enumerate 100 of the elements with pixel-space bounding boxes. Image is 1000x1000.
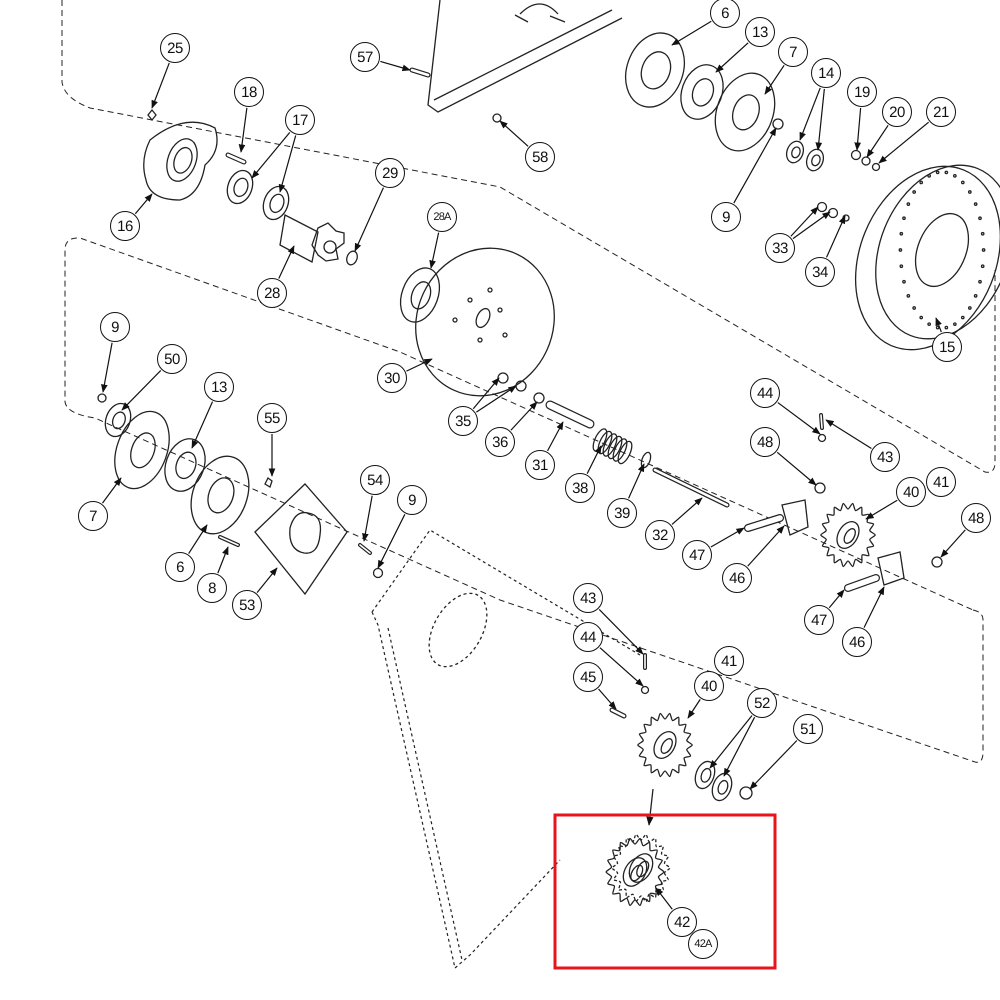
leader-line <box>792 212 831 240</box>
leader-line <box>628 463 645 499</box>
callout-number: 48 <box>961 503 991 533</box>
callout-number: 46 <box>722 563 752 593</box>
leader-line <box>866 124 889 158</box>
leader-line <box>476 386 517 413</box>
callout-number: 36 <box>485 427 515 457</box>
leader-line <box>134 193 153 214</box>
leader-line <box>710 527 745 548</box>
leader-line <box>510 401 538 431</box>
callout-number: 19 <box>847 77 877 107</box>
callout-number: 41 <box>714 646 744 676</box>
callout-number: 50 <box>157 344 187 374</box>
callout-number: 7 <box>78 501 108 531</box>
leader-line <box>723 716 756 777</box>
callout-number: 43 <box>573 583 603 613</box>
leader-line <box>878 122 930 164</box>
callout-number: 41 <box>926 467 956 497</box>
leader-line <box>256 567 278 593</box>
leader-line <box>790 206 819 237</box>
leader-line <box>499 120 528 147</box>
callout-number: 9 <box>100 312 130 342</box>
leader-line <box>825 420 872 449</box>
leader-line <box>854 108 862 151</box>
callout-number: 8 <box>197 573 227 603</box>
leader-line <box>354 187 384 252</box>
callout-number: 47 <box>804 605 834 635</box>
callout-number: 20 <box>882 97 912 127</box>
leader-line <box>101 342 113 393</box>
callout-number: 13 <box>745 17 775 47</box>
leader-line <box>935 317 942 332</box>
callout-number: 9 <box>397 485 427 515</box>
leader-line <box>715 42 749 73</box>
leader-line <box>586 445 602 474</box>
leader-line <box>278 135 296 193</box>
leader-line <box>656 887 673 910</box>
callout-number: 54 <box>360 465 390 495</box>
leader-line <box>121 370 162 411</box>
callout-number: 53 <box>232 590 262 620</box>
callout-number: 9 <box>711 202 741 232</box>
leader-line <box>799 88 821 141</box>
leader-line <box>733 127 777 204</box>
callout-number: 28 <box>257 278 287 308</box>
callout-number: 40 <box>694 671 724 701</box>
leader-line <box>268 434 276 477</box>
callout-number: 57 <box>350 42 380 72</box>
callout-number: 15 <box>932 332 962 362</box>
callout-number: 17 <box>285 105 315 135</box>
leader-line <box>815 88 825 151</box>
leader-line <box>472 377 500 410</box>
leader-line <box>429 232 440 269</box>
callout-number: 44 <box>573 622 603 652</box>
leader-line <box>764 64 785 95</box>
leader-line <box>864 586 885 628</box>
callout-number: 51 <box>793 714 823 744</box>
callout-number: 45 <box>573 662 603 692</box>
callout-number: 31 <box>525 450 555 480</box>
leader-line <box>188 524 208 554</box>
callout-number: 21 <box>926 97 956 127</box>
leader-line <box>278 245 295 279</box>
callout-number: 29 <box>375 158 405 188</box>
callout-number: 18 <box>234 77 264 107</box>
callout-number: 35 <box>448 406 478 436</box>
callout-number: 6 <box>710 0 740 28</box>
callout-number: 32 <box>645 520 675 550</box>
leader-line <box>776 452 817 486</box>
leader-line <box>251 132 290 179</box>
callout-number: 7 <box>778 37 808 67</box>
leader-line <box>377 514 406 569</box>
callout-number: 40 <box>896 477 926 507</box>
leader-line <box>598 688 617 710</box>
leader-line <box>747 525 785 567</box>
leader-line <box>151 62 170 109</box>
callout-number: 16 <box>110 211 140 241</box>
callout-number: 55 <box>257 403 287 433</box>
callout-number: 43 <box>870 442 900 472</box>
callout-number: 30 <box>377 363 407 393</box>
callout-number: 13 <box>204 372 234 402</box>
callout-number: 42 <box>667 907 697 937</box>
callout-number: 42A <box>688 929 718 959</box>
leader-line <box>688 699 701 719</box>
callout-number: 52 <box>747 688 777 718</box>
leader-line <box>362 496 373 542</box>
leader-line <box>598 609 644 655</box>
callout-number: 39 <box>607 498 637 528</box>
callout-number: 6 <box>165 552 195 582</box>
leader-line <box>828 589 845 608</box>
leader-line <box>600 647 644 687</box>
leader-line <box>749 740 798 790</box>
leader-line <box>191 401 214 449</box>
leader-line <box>671 20 712 46</box>
callout-number: 47 <box>682 540 712 570</box>
leader-line <box>865 500 898 520</box>
callout-number: 28A <box>427 202 457 232</box>
leader-line <box>826 215 846 258</box>
callout-number: 14 <box>811 58 841 88</box>
callout-number: 44 <box>750 378 780 408</box>
leader-line <box>102 477 122 504</box>
callout-number: 38 <box>565 473 595 503</box>
leader-line <box>238 108 248 153</box>
